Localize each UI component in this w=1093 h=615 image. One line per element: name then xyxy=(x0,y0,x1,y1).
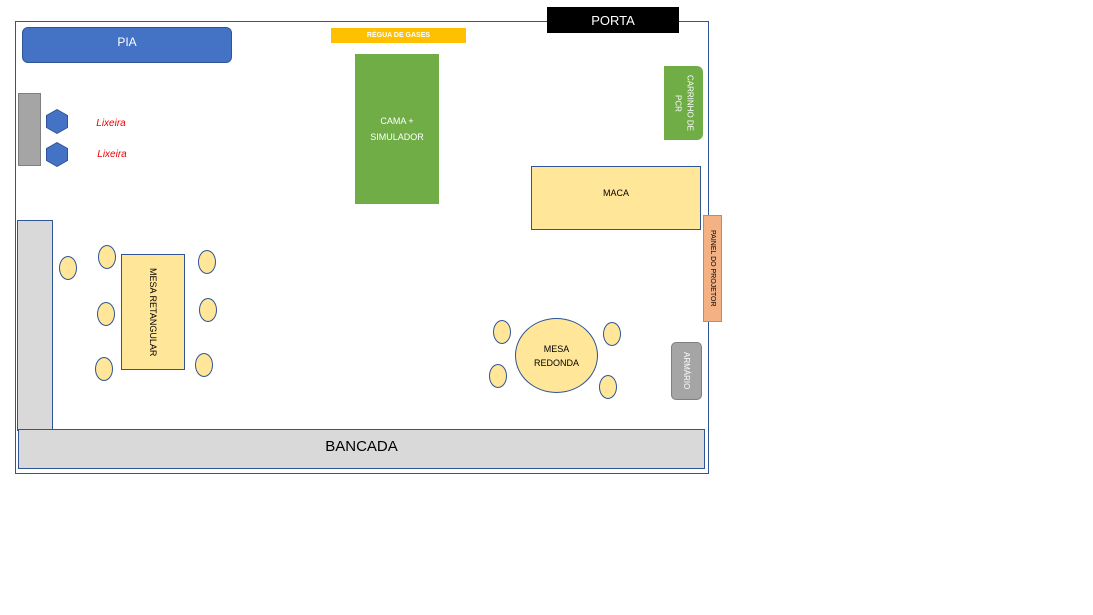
projector-panel: PAINEL DO PROJETOR xyxy=(703,215,722,322)
chair xyxy=(599,375,617,399)
chair xyxy=(489,364,507,388)
workbench: BANCADA xyxy=(18,429,705,469)
sink: PIA xyxy=(22,27,232,63)
cabinet: ARMÁRIO xyxy=(671,342,702,400)
door: PORTA xyxy=(547,7,679,33)
wall-fixture xyxy=(18,93,41,166)
chair xyxy=(97,302,115,326)
chair xyxy=(198,250,216,274)
trash-label: Lixeira xyxy=(96,117,126,129)
bed-simulator: CAMA + SIMULADOR xyxy=(355,54,439,204)
chair xyxy=(98,245,116,269)
rectangular-table: MESA RETANGULAR xyxy=(121,254,185,370)
side-counter xyxy=(17,220,53,431)
chair xyxy=(59,256,77,280)
chair xyxy=(493,320,511,344)
stretcher: MACA xyxy=(531,166,701,230)
gas-rail: RÉGUA DE GASES xyxy=(331,28,466,43)
trash-label: Lixeira xyxy=(97,148,127,160)
trash-bin-icon xyxy=(46,142,68,167)
chair xyxy=(95,357,113,381)
chair xyxy=(199,298,217,322)
chair xyxy=(195,353,213,377)
round-table: MESA REDONDA xyxy=(515,318,598,393)
trash-bin-icon xyxy=(46,109,68,134)
chair xyxy=(603,322,621,346)
pcr-cart: CARRINHO DE PCR xyxy=(664,66,703,140)
